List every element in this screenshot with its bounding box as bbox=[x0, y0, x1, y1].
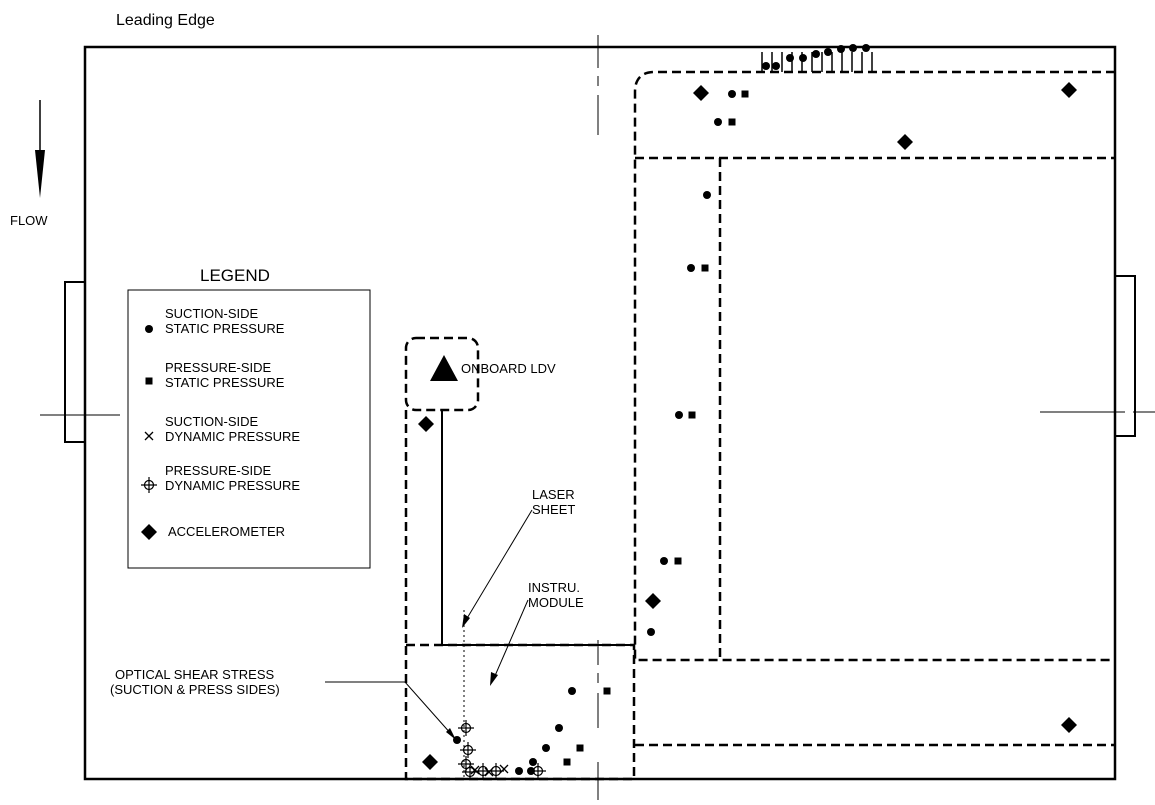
sensor-markers bbox=[141, 44, 1077, 780]
suction-dynamic-marker bbox=[144, 431, 154, 441]
pressure-dynamic-crosshair bbox=[530, 763, 546, 779]
accelerometer-marker bbox=[418, 416, 434, 432]
instru-module-label-line2: MODULE bbox=[528, 595, 584, 610]
suction-dynamic-marker bbox=[470, 765, 480, 775]
accelerometer-marker bbox=[693, 85, 709, 101]
legend-pressure-static-line1: PRESSURE-SIDE bbox=[165, 360, 272, 375]
pressure-static-marker bbox=[701, 264, 709, 272]
legend-pressure-dynamic-line2: DYNAMIC PRESSURE bbox=[165, 478, 301, 493]
suction-static-marker bbox=[786, 54, 794, 62]
suction-static-marker bbox=[824, 48, 832, 56]
pressure-static-marker bbox=[145, 377, 153, 385]
laser-sheet-leader bbox=[465, 509, 533, 621]
accelerometer-marker bbox=[141, 524, 157, 540]
pressure-static-marker bbox=[603, 687, 611, 695]
legend-title: LEGEND bbox=[200, 266, 270, 285]
pressure-static-marker bbox=[688, 411, 696, 419]
suction-static-marker bbox=[772, 62, 780, 70]
top-bracket bbox=[633, 70, 1115, 662]
suction-static-marker bbox=[515, 767, 523, 775]
onboard-ldv-triangle bbox=[430, 355, 458, 381]
instrument-module-box bbox=[404, 643, 636, 781]
suction-static-marker bbox=[568, 687, 576, 695]
suction-static-marker bbox=[675, 411, 683, 419]
laser-sheet-leader-head bbox=[462, 614, 470, 628]
top-connectors bbox=[761, 52, 873, 72]
suction-static-marker bbox=[555, 724, 563, 732]
instru-module-leader bbox=[493, 599, 529, 679]
suction-static-marker bbox=[660, 557, 668, 565]
laser-sheet-label-line1: LASER bbox=[532, 487, 575, 502]
accelerometer-marker bbox=[1061, 717, 1077, 733]
suction-dynamic-marker bbox=[499, 764, 509, 774]
accelerometer-marker bbox=[1061, 82, 1077, 98]
left-tab bbox=[64, 281, 85, 443]
accelerometer-marker bbox=[897, 134, 913, 150]
leading-edge-label: Leading Edge bbox=[116, 12, 215, 29]
suction-static-marker bbox=[687, 264, 695, 272]
optical-shear-label-line1: OPTICAL SHEAR STRESS bbox=[115, 667, 275, 682]
optical-leader bbox=[325, 681, 453, 736]
flow-label: FLOW bbox=[10, 213, 48, 228]
pressure-static-marker bbox=[728, 118, 736, 126]
suction-static-marker bbox=[703, 191, 711, 199]
legend-suction-static-line1: SUCTION-SIDE bbox=[165, 306, 259, 321]
legend-suction-static-line2: STATIC PRESSURE bbox=[165, 321, 285, 336]
suction-static-marker bbox=[542, 744, 550, 752]
legend-accelerometer-label: ACCELEROMETER bbox=[168, 524, 286, 539]
pressure-static-marker bbox=[563, 758, 571, 766]
pressure-static-marker bbox=[674, 557, 682, 565]
suction-static-marker bbox=[728, 90, 736, 98]
pressure-dynamic-crosshair bbox=[462, 764, 478, 780]
instru-module-label-line1: INSTRU. bbox=[528, 580, 580, 595]
suction-dynamic-marker bbox=[484, 767, 494, 777]
accelerometer-marker bbox=[645, 593, 661, 609]
laser-sheet-label-line2: SHEET bbox=[532, 502, 576, 517]
suction-static-marker bbox=[145, 325, 153, 333]
accelerometer-marker bbox=[422, 754, 438, 770]
pressure-static-marker bbox=[741, 90, 749, 98]
suction-static-marker bbox=[849, 44, 857, 52]
suction-static-marker bbox=[762, 62, 770, 70]
right-tab bbox=[1115, 275, 1136, 437]
legend-suction-dynamic-line1: SUCTION-SIDE bbox=[165, 414, 259, 429]
pressure-dynamic-crosshair bbox=[141, 477, 157, 493]
instru-module-leader-head bbox=[490, 672, 498, 686]
suction-static-marker bbox=[647, 628, 655, 636]
suction-static-marker bbox=[529, 758, 537, 766]
suction-static-marker bbox=[837, 45, 845, 53]
legend-pressure-static-line2: STATIC PRESSURE bbox=[165, 375, 285, 390]
suction-static-marker bbox=[453, 736, 461, 744]
suction-static-marker bbox=[862, 44, 870, 52]
optical-leader-head bbox=[446, 728, 456, 740]
pressure-static-marker bbox=[576, 744, 584, 752]
suction-static-marker bbox=[812, 50, 820, 58]
onboard-ldv-label: ONBOARD LDV bbox=[461, 361, 556, 376]
pressure-dynamic-crosshair bbox=[458, 720, 474, 736]
pressure-dynamic-crosshair bbox=[460, 742, 476, 758]
suction-static-marker bbox=[714, 118, 722, 126]
legend-box bbox=[127, 289, 371, 569]
suction-static-marker bbox=[799, 54, 807, 62]
optical-shear-label-line2: (SUCTION & PRESS SIDES) bbox=[110, 682, 280, 697]
flow-arrow-head bbox=[35, 150, 45, 198]
dashed-regions bbox=[404, 70, 1115, 781]
legend-suction-dynamic-line2: DYNAMIC PRESSURE bbox=[165, 429, 301, 444]
legend-pressure-dynamic-line1: PRESSURE-SIDE bbox=[165, 463, 272, 478]
